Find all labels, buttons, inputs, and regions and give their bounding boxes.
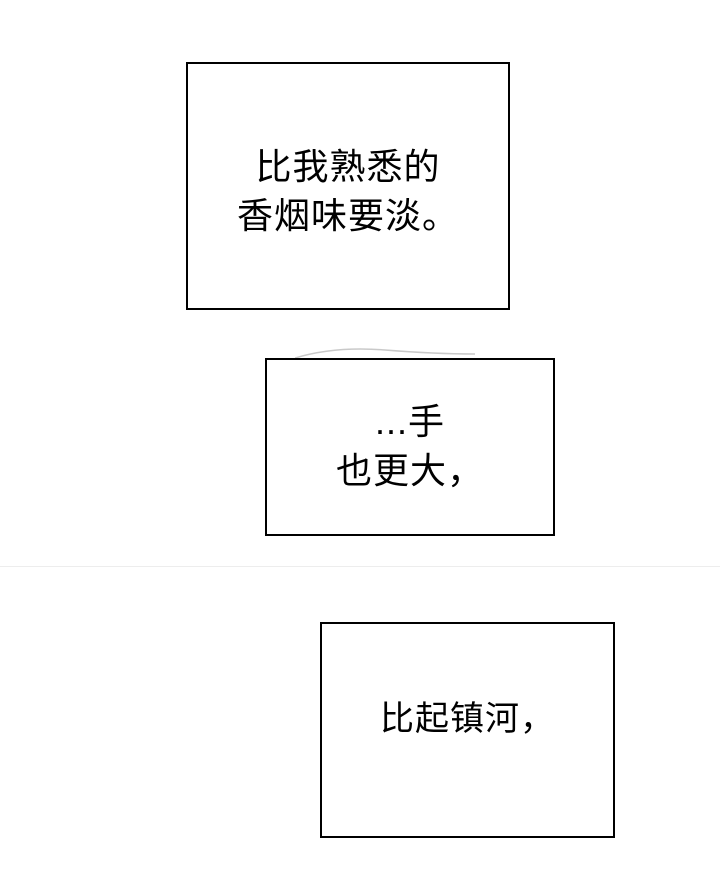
bubble-arc-decoration <box>295 348 475 359</box>
speech-box-2: ...手 也更大， <box>265 358 555 536</box>
speech-text-line: 比我熟悉的 <box>255 146 441 188</box>
speech-text-line: 比起镇河， <box>380 700 555 739</box>
speech-box-3: 比起镇河， <box>320 622 615 838</box>
speech-text-line: ...手 <box>374 401 445 443</box>
speech-box-1: 比我熟悉的 香烟味要淡。 <box>186 62 510 310</box>
speech-text-line: 香烟味要淡。 <box>236 195 459 236</box>
panel-divider-line <box>0 566 720 567</box>
speech-text-line: 也更大， <box>335 450 484 491</box>
